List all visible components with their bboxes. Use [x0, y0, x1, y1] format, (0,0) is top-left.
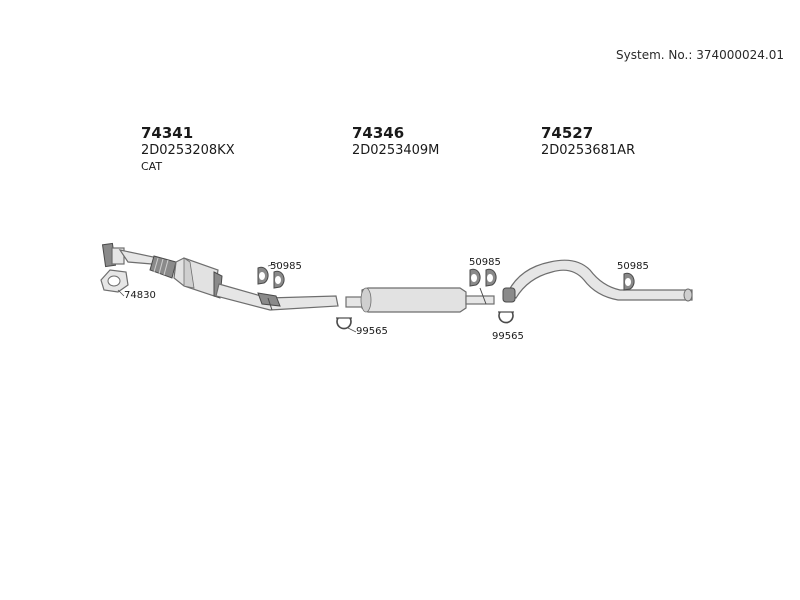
catalytic-converter — [173, 257, 223, 299]
hanger-rubber-icon — [469, 268, 497, 287]
part-label-front-pipe-cat: 74341 2D0253208KX CAT — [141, 124, 235, 175]
part-number: 74527 — [541, 124, 594, 142]
part-code: 2D0253208KX — [141, 143, 235, 158]
part-code: 2D0253681AR — [541, 143, 636, 158]
clamp-icon — [336, 317, 352, 330]
callout-clamp-2: 99565 — [492, 331, 524, 342]
part-number: 74346 — [352, 124, 405, 142]
part-label-tail-pipe: 74527 2D0253681AR — [541, 124, 635, 159]
hanger-rubber-icon — [623, 272, 635, 291]
callout-hanger-rubber-1: 50985 — [270, 261, 302, 272]
tail-pipe — [502, 259, 693, 303]
flex-section — [149, 255, 177, 279]
part-code: 2D0253409M — [352, 143, 440, 158]
callout-gasket: 74830 — [124, 290, 156, 301]
callout-hanger-rubber-3: 50985 — [617, 261, 649, 272]
clamp-icon — [498, 311, 514, 324]
hanger-rubber-icon — [257, 266, 285, 289]
pipe-bracket — [257, 292, 281, 311]
part-note: CAT — [141, 160, 163, 173]
front-flange — [101, 242, 125, 268]
part-label-middle-silencer: 74346 2D0253409M — [352, 124, 439, 159]
system-number: System. No.: 374000024.01 — [616, 48, 784, 62]
middle-silencer — [345, 287, 495, 313]
gasket-icon — [100, 269, 129, 293]
callout-hanger-rubber-2: 50985 — [469, 257, 501, 268]
part-number: 74341 — [141, 124, 194, 142]
callout-clamp-1: 99565 — [356, 326, 388, 337]
